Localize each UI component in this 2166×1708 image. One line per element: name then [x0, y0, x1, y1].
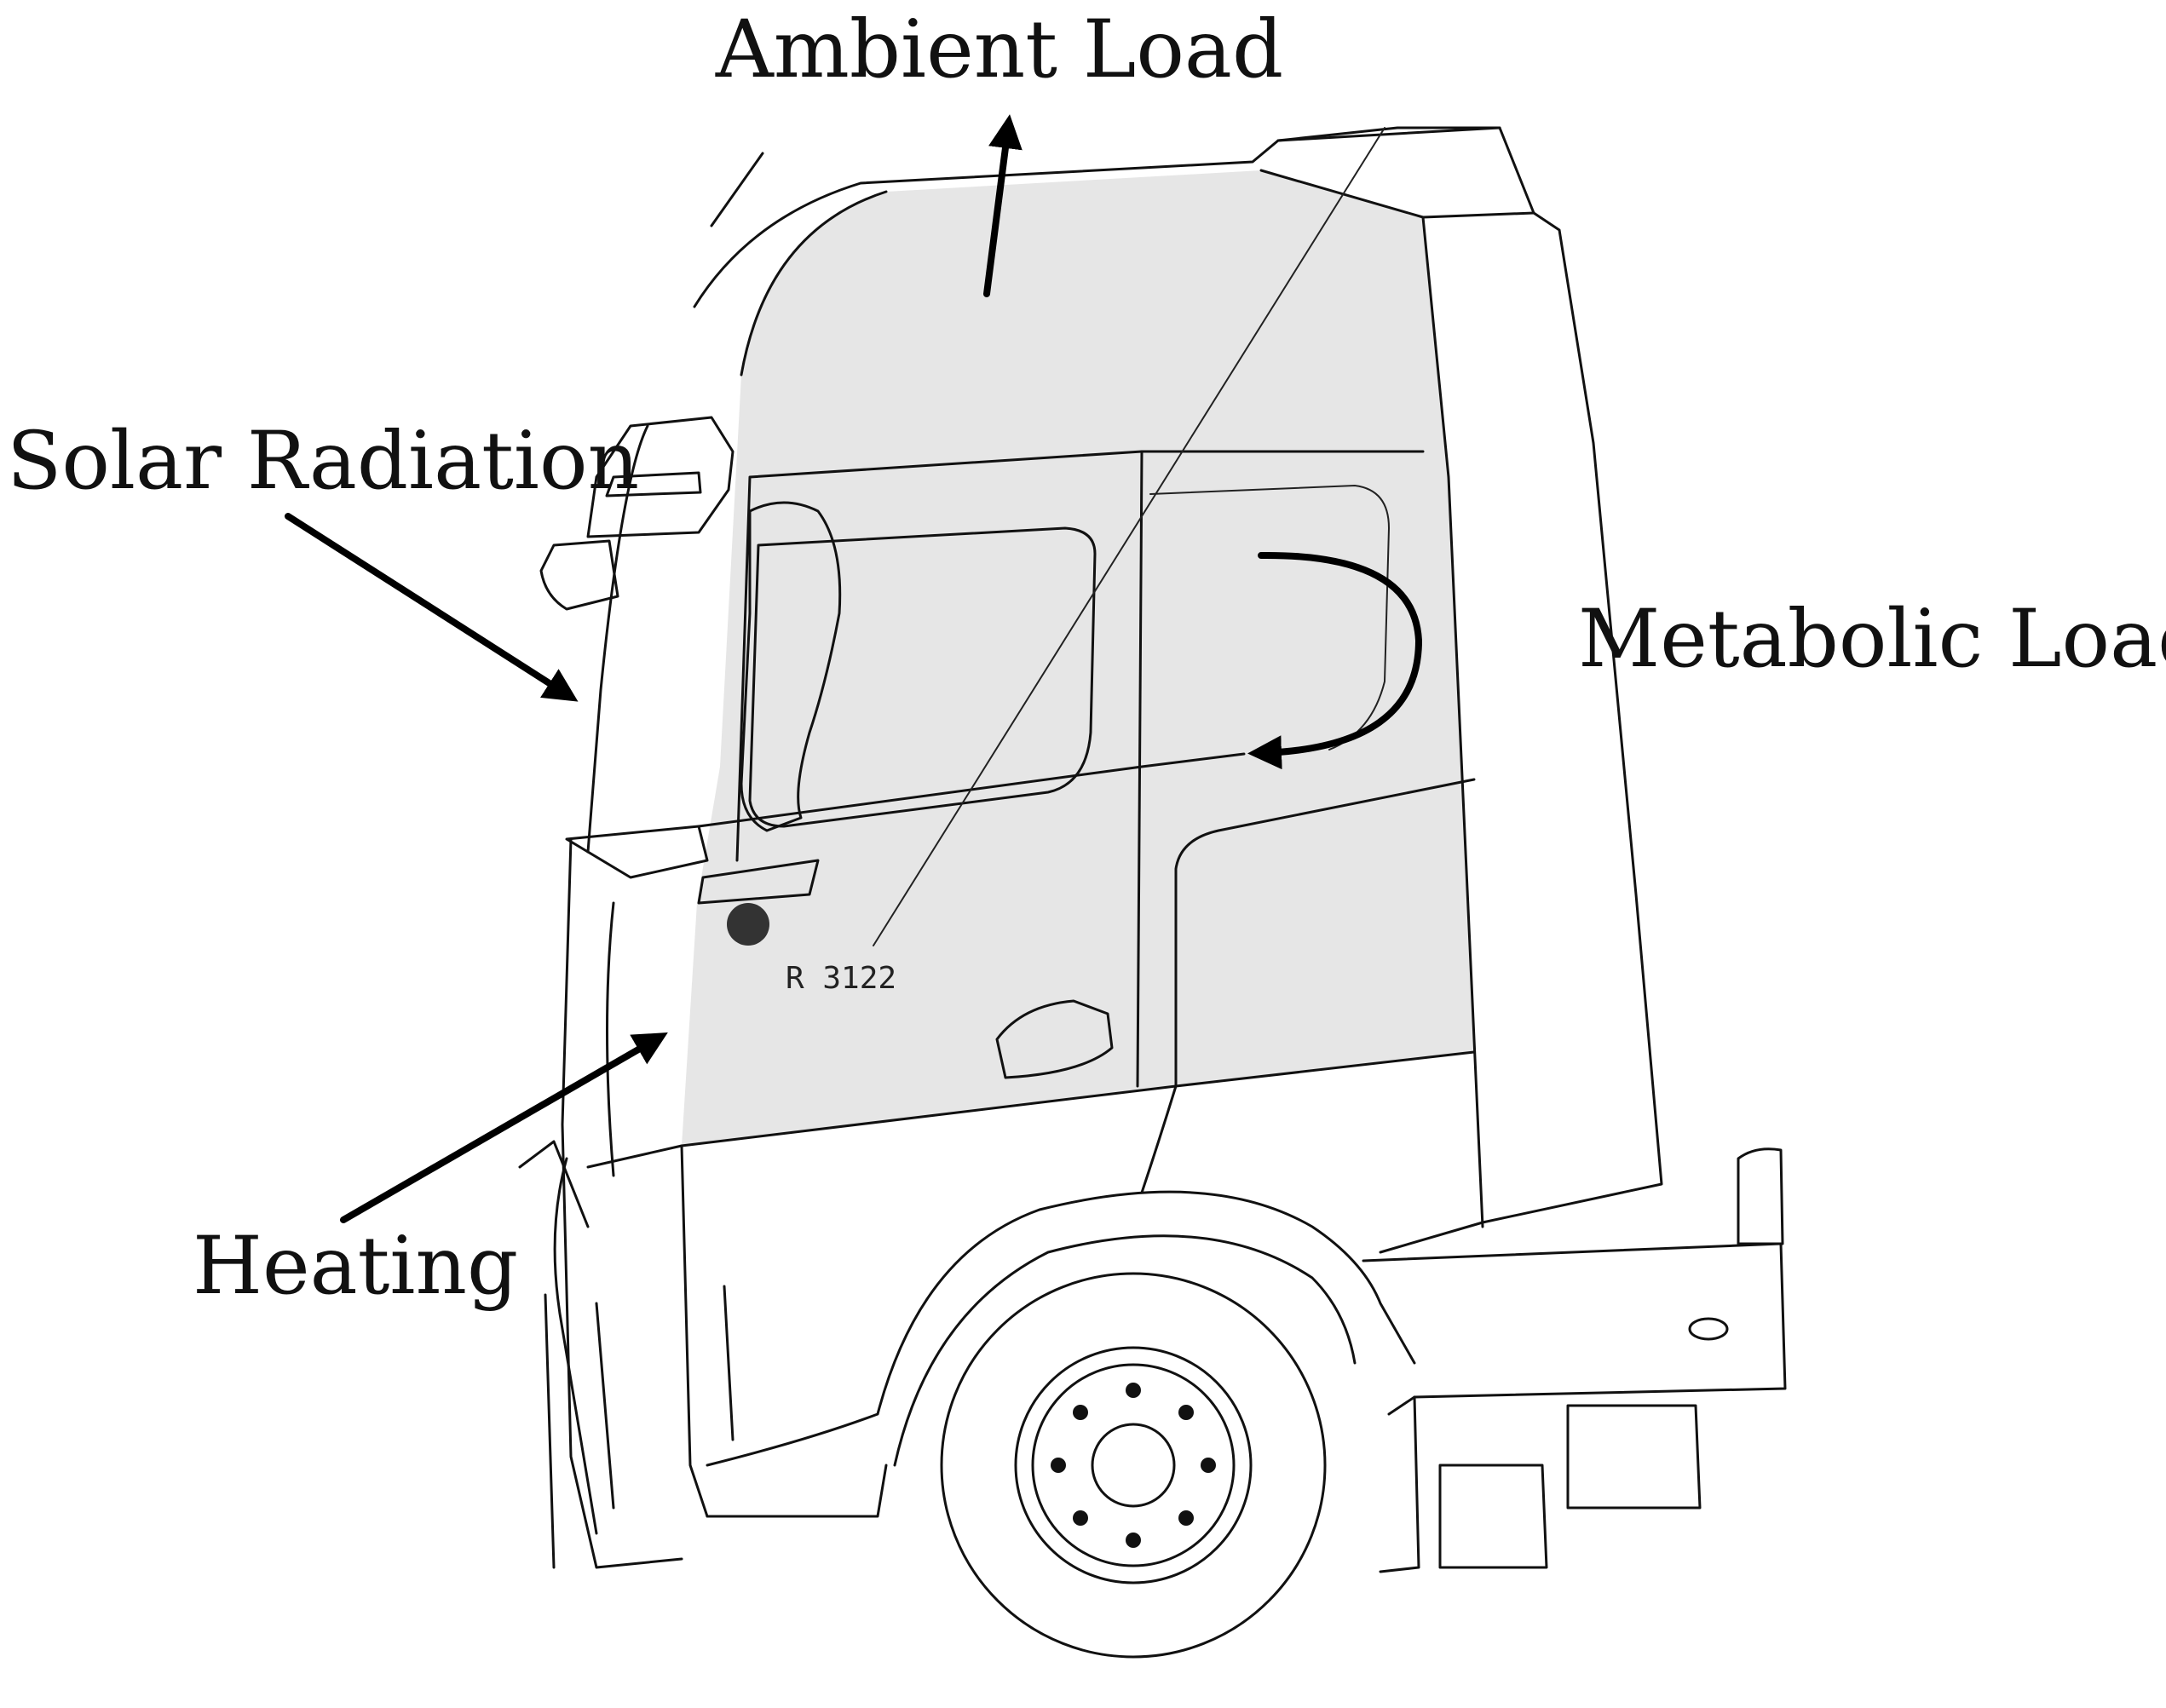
truck-cab-outline: [561, 126, 1663, 1569]
ambient-load-arrow: [983, 114, 1023, 297]
heating-label: Heating: [193, 1220, 518, 1313]
metabolic-load-arrow: [1247, 551, 1423, 770]
cabin-interior-region: [682, 170, 1474, 1146]
solar-radiation-label: Solar Radiation: [7, 415, 639, 508]
side-badge: [697, 859, 820, 946]
heating-arrow: [340, 1032, 668, 1223]
metabolic-load-label: Metabolic Load: [1578, 593, 2166, 686]
ambient-load-label: Ambient Load: [715, 3, 1283, 96]
grab-handle: [740, 501, 842, 832]
chassis-frame: [1362, 1147, 1787, 1573]
door-code: R 3122: [786, 961, 896, 996]
wheel-arch: [706, 1190, 1416, 1518]
front-bumper: [518, 1140, 734, 1569]
front-wheel: [940, 1272, 1327, 1659]
side-mirror: [539, 416, 734, 611]
solar-radiation-arrow: [285, 513, 579, 702]
door-handle: [995, 999, 1114, 1079]
guide-line: [873, 127, 1385, 946]
